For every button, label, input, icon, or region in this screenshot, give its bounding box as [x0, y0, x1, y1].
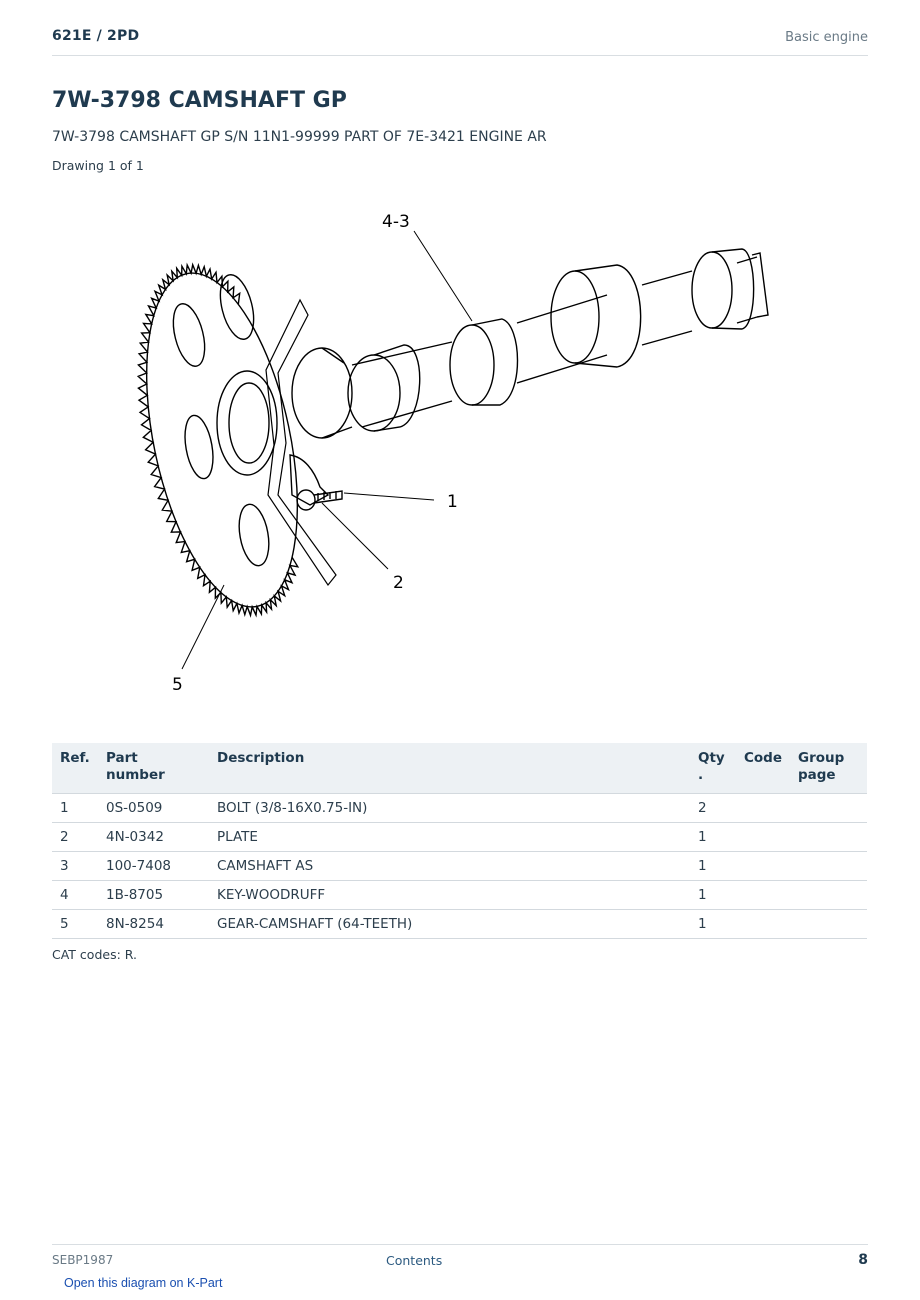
col-part-number: Part number — [98, 743, 209, 794]
cell-group-page — [790, 851, 867, 881]
gear-body — [145, 272, 299, 608]
cell-group-page — [790, 793, 867, 823]
callout-2: 2 — [393, 573, 404, 593]
cam-shaft — [351, 256, 758, 428]
cell-ref: 4 — [52, 880, 98, 910]
page-number: 8 — [858, 1252, 868, 1268]
callout-1: 1 — [447, 492, 458, 512]
parts-table: Ref. Part number Description Qty . Code … — [52, 743, 867, 939]
cell-qty: 1 — [689, 880, 736, 910]
cell-ref: 5 — [52, 909, 98, 939]
col-group-page: Group page — [790, 743, 867, 794]
cell-code — [735, 851, 790, 881]
cell-description: KEY-WOODRUFF — [209, 880, 690, 910]
kpart-link[interactable]: Open this diagram on K-Part — [64, 1276, 223, 1290]
col-description: Description — [209, 743, 690, 794]
cam-lobe-3 — [550, 270, 600, 364]
cam-lobe-2 — [449, 324, 495, 406]
gear-hole-left — [172, 303, 206, 367]
cam-lobe-1 — [347, 354, 401, 432]
cell-ref: 1 — [52, 793, 98, 823]
leader-1 — [343, 492, 435, 501]
table-row: 1 0S-0509 BOLT (3/8-16X0.75-IN) 2 — [52, 793, 867, 823]
cell-ref: 3 — [52, 851, 98, 881]
cell-group-page — [790, 880, 867, 910]
gear-hub-inner — [228, 382, 270, 464]
table-row: 4 1B-8705 KEY-WOODRUFF 1 — [52, 880, 867, 910]
cell-part-number: 8N-8254 — [98, 909, 209, 939]
footer-divider — [52, 1244, 868, 1245]
contents-link[interactable]: Contents — [386, 1253, 443, 1268]
gear-hole-lower-left — [184, 414, 214, 480]
header-divider — [52, 55, 868, 56]
gear-hub-outer — [216, 370, 278, 476]
camshaft-diagram: 4-3 1 2 5 — [136, 212, 769, 695]
cell-description: PLATE — [209, 822, 690, 852]
header-section: Basic engine — [785, 30, 868, 45]
cell-code — [735, 909, 790, 939]
leader-5 — [181, 584, 225, 670]
cell-ref: 2 — [52, 822, 98, 852]
cell-description: BOLT (3/8-16X0.75-IN) — [209, 793, 690, 823]
cell-part-number: 1B-8705 — [98, 880, 209, 910]
cell-description: CAMSHAFT AS — [209, 851, 690, 881]
cell-qty: 1 — [689, 851, 736, 881]
cell-group-page — [790, 822, 867, 852]
col-qty: Qty . — [689, 743, 736, 794]
table-row: 5 8N-8254 GEAR-CAMSHAFT (64-TEETH) 1 — [52, 909, 867, 939]
cat-codes-note: CAT codes: R. — [52, 947, 137, 962]
cell-part-number: 4N-0342 — [98, 822, 209, 852]
footer-doc-id: SEBP1987 — [52, 1253, 114, 1267]
bolt-shaft — [313, 490, 343, 504]
cell-part-number: 100-7408 — [98, 851, 209, 881]
bolt-head — [296, 489, 316, 511]
table-header-row: Ref. Part number Description Qty . Code … — [52, 743, 867, 794]
table-row: 2 4N-0342 PLATE 1 — [52, 822, 867, 852]
cell-code — [735, 880, 790, 910]
page-title: 7W-3798 CAMSHAFT GP — [52, 88, 347, 113]
col-code: Code — [735, 743, 790, 794]
cell-description: GEAR-CAMSHAFT (64-TEETH) — [209, 909, 690, 939]
gear-cutaway — [265, 298, 337, 587]
drawing-count: Drawing 1 of 1 — [52, 158, 144, 173]
cell-code — [735, 822, 790, 852]
cam-lobe-4 — [691, 251, 733, 329]
cell-qty: 2 — [689, 793, 736, 823]
cell-part-number: 0S-0509 — [98, 793, 209, 823]
cell-qty: 1 — [689, 822, 736, 852]
gear-hole-bottom — [238, 503, 270, 567]
leader-4-3 — [413, 230, 473, 322]
table-row: 3 100-7408 CAMSHAFT AS 1 — [52, 851, 867, 881]
cell-code — [735, 793, 790, 823]
page-subtitle: 7W-3798 CAMSHAFT GP S/N 11N1-99999 PART … — [52, 129, 547, 145]
leader-2 — [321, 502, 389, 570]
gear-hole-top — [219, 274, 255, 340]
callout-4-3: 4-3 — [382, 212, 410, 232]
callout-5: 5 — [172, 675, 183, 695]
plate — [289, 454, 330, 506]
col-ref: Ref. — [52, 743, 98, 794]
cell-group-page — [790, 909, 867, 939]
header-model: 621E / 2PD — [52, 28, 140, 44]
cell-qty: 1 — [689, 909, 736, 939]
